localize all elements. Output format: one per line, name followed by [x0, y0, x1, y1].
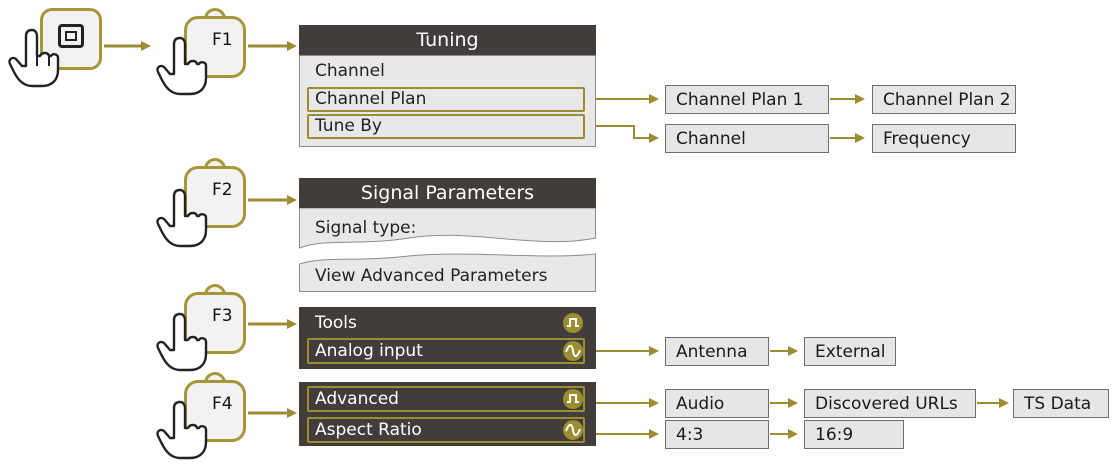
f1-key-label: F1	[212, 30, 233, 50]
hand-pointer-icon	[8, 28, 60, 88]
menu-item-tune-by-highlight[interactable]	[307, 114, 585, 139]
advanced-menu: Advanced Aspect Ratio	[299, 382, 596, 446]
square-wave-icon	[563, 313, 583, 333]
hand-pointer-icon	[156, 188, 208, 248]
f3-key-label: F3	[212, 306, 233, 326]
f2-key[interactable]: F2	[176, 158, 254, 236]
menu-item-advanced[interactable]: Advanced	[315, 389, 399, 409]
f4-key[interactable]: F4	[176, 372, 254, 450]
f2-key-label: F2	[212, 180, 233, 200]
signal-type-label: Signal type:	[315, 218, 417, 238]
menu-item-channel-plan[interactable]: Channel Plan	[315, 89, 427, 109]
menu-item-tune-by[interactable]: Tune By	[315, 116, 382, 136]
option-tune-by-channel[interactable]: Channel	[665, 124, 829, 153]
f4-key-label: F4	[212, 394, 233, 414]
menu-item-advanced-highlight[interactable]	[307, 386, 585, 412]
menu-item-channel[interactable]: Channel	[315, 61, 385, 81]
torn-panel-shape	[299, 208, 596, 292]
menu-item-analog-input-highlight[interactable]	[307, 338, 585, 364]
arrow-tune-by	[585, 125, 659, 143]
hand-pointer-icon	[156, 36, 208, 96]
f3-key[interactable]: F3	[176, 284, 254, 362]
menu-item-aspect-ratio-highlight[interactable]	[307, 417, 585, 443]
tuning-menu-title: Tuning	[299, 25, 596, 55]
view-advanced-parameters[interactable]: View Advanced Parameters	[315, 266, 548, 286]
option-ts-data[interactable]: TS Data	[1013, 389, 1109, 418]
option-discovered-urls[interactable]: Discovered URLs	[804, 389, 976, 418]
hand-pointer-icon	[156, 312, 208, 372]
menu-item-channel-plan-highlight[interactable]	[307, 87, 585, 112]
option-audio[interactable]: Audio	[665, 389, 769, 418]
option-external[interactable]: External	[804, 337, 896, 366]
menu-item-tools[interactable]: Tools	[315, 313, 357, 333]
option-aspect-16-9[interactable]: 16:9	[804, 420, 904, 449]
sine-wave-icon	[563, 341, 583, 361]
option-aspect-4-3[interactable]: 4:3	[665, 420, 769, 449]
hand-pointer-icon	[156, 400, 208, 460]
menu-item-analog-input[interactable]: Analog input	[315, 341, 423, 361]
menu-icon	[58, 24, 84, 48]
option-tune-by-frequency[interactable]: Frequency	[872, 124, 1016, 153]
tuning-menu: Tuning Channel Channel Plan Tune By	[299, 25, 596, 147]
option-channel-plan-1[interactable]: Channel Plan 1	[665, 85, 829, 114]
sine-wave-icon	[563, 420, 583, 440]
signal-parameters-title: Signal Parameters	[299, 178, 596, 208]
signal-parameters-menu: Signal Parameters Signal type: View Adva…	[299, 178, 596, 292]
tools-menu: Tools Analog input	[299, 307, 596, 369]
square-wave-icon	[563, 389, 583, 409]
option-channel-plan-2[interactable]: Channel Plan 2	[872, 85, 1016, 114]
menu-item-aspect-ratio[interactable]: Aspect Ratio	[315, 420, 422, 440]
option-antenna[interactable]: Antenna	[665, 337, 769, 366]
